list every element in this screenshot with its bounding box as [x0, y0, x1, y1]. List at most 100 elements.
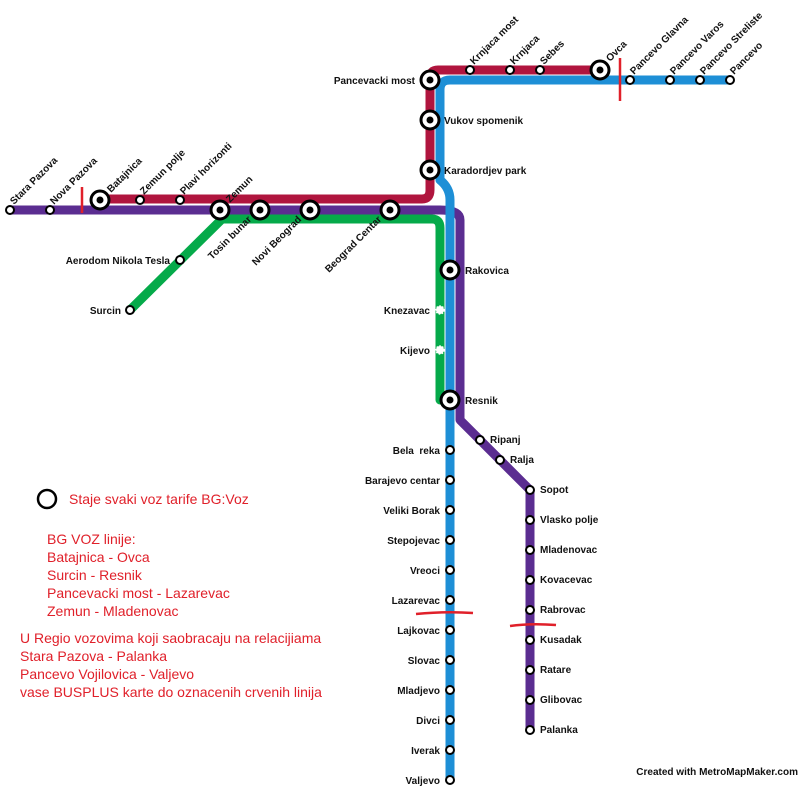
- station-marker-mladenovac: [525, 545, 535, 555]
- station-marker-ratare: [525, 665, 535, 675]
- label-kusadak: Kusadak: [540, 635, 582, 646]
- label-bela-reka: Bela reka: [393, 446, 441, 457]
- station-marker-krnjaca: [505, 65, 515, 75]
- label-kijevo: Kijevo: [400, 346, 430, 357]
- station-marker-kovacevac: [525, 575, 535, 585]
- label-vlasko-polje: Vlasko polje: [540, 515, 599, 526]
- station-marker-nova-pazova: [45, 205, 55, 215]
- station-marker-veliki-borak: [445, 505, 455, 515]
- label-barajevo-centar: Barajevo centar: [365, 476, 440, 487]
- station-marker-divci: [445, 715, 455, 725]
- credit-text: Created with MetroMapMaker.com: [636, 767, 798, 778]
- station-marker-pancevo-streliste: [695, 75, 705, 85]
- label-ripanj: Ripanj: [490, 435, 521, 446]
- station-marker-slovac: [445, 655, 455, 665]
- label-surcin: Surcin: [90, 306, 121, 317]
- label-mladenovac: Mladenovac: [540, 545, 598, 556]
- station-marker-vreoci: [445, 565, 455, 575]
- label-ralja: Ralja: [510, 455, 534, 466]
- station-marker-kusadak: [525, 635, 535, 645]
- label-sebes: Sebes: [538, 38, 567, 67]
- green-line: [125, 214, 455, 405]
- station-marker-valjevo: [445, 775, 455, 785]
- label-kovacevac: Kovacevac: [540, 575, 593, 586]
- legend-interchange-symbol: [36, 488, 58, 510]
- legend-regio-note-3: Pancevo Vojilovica - Valjevo: [20, 666, 194, 682]
- station-marker-stepojevac: [445, 535, 455, 545]
- label-krnjaca: Krnjaca: [508, 33, 542, 67]
- station-marker-plavi-horizonti: [175, 195, 185, 205]
- label-palanka: Palanka: [540, 725, 578, 736]
- station-marker-sopot: [525, 485, 535, 495]
- label-vukov-spomenik: Vukov spomenik: [444, 116, 524, 127]
- station-marker-glibovac: [525, 695, 535, 705]
- label-glibovac: Glibovac: [540, 695, 583, 706]
- legend-line-2: Surcin - Resnik: [47, 567, 143, 583]
- label-veliki-borak: Veliki Borak: [383, 506, 440, 517]
- label-pancevacki-most: Pancevacki most: [334, 76, 416, 87]
- label-slovac: Slovac: [408, 656, 441, 667]
- station-marker-aerodrom: [175, 255, 185, 265]
- station-marker-pancevacki-most: [419, 69, 441, 91]
- station-marker-sebes: [535, 65, 545, 75]
- station-marker-vukov-spomenik: [419, 109, 441, 131]
- legend-line-1: Batajnica - Ovca: [47, 549, 150, 565]
- regular-stations: [5, 65, 735, 785]
- station-marker-batajnica: [89, 189, 111, 211]
- label-rakovica: Rakovica: [465, 266, 509, 277]
- label-valjevo: Valjevo: [406, 776, 440, 787]
- zone-marker-rabrovac: [509, 622, 557, 628]
- station-marker-ripanj: [475, 435, 485, 445]
- station-marker-zemun: [209, 199, 231, 221]
- station-marker-lajkovac: [445, 625, 455, 635]
- label-karadjordjev-park: Karadordjev park: [444, 166, 527, 177]
- station-marker-barajevo-centar: [445, 475, 455, 485]
- legend-regio-note-4: vase BUSPLUS karte do oznacenih crvenih …: [20, 684, 322, 700]
- label-stepojevac: Stepojevac: [387, 536, 440, 547]
- label-rabrovac: Rabrovac: [540, 605, 586, 616]
- station-marker-pancevo-glavna: [625, 75, 635, 85]
- station-marker-karadjordjev-park: [419, 159, 441, 181]
- purple-line: [5, 205, 535, 735]
- red-line: [95, 65, 605, 204]
- label-vreoci: Vreoci: [410, 566, 440, 577]
- station-marker-kijevo: [435, 345, 445, 355]
- station-marker-palanka: [525, 725, 535, 735]
- station-marker-knezevac: [435, 305, 445, 315]
- station-marker-novi-beograd: [299, 199, 321, 221]
- station-marker-ralja: [495, 455, 505, 465]
- label-ovca: Ovca: [604, 39, 629, 64]
- label-iverak: Iverak: [411, 746, 440, 757]
- station-marker-mladjevo: [445, 685, 455, 695]
- legend-line-4: Zemun - Mladenovac: [47, 603, 179, 619]
- station-marker-tosin-bunar: [249, 199, 271, 221]
- station-marker-pancevo-varos: [665, 75, 675, 85]
- station-marker-surcin: [125, 305, 135, 315]
- zone-marker-lazarevac: [415, 610, 474, 616]
- station-marker-vlasko-polje: [525, 515, 535, 525]
- station-marker-rabrovac: [525, 605, 535, 615]
- label-resnik: Resnik: [465, 396, 498, 407]
- station-marker-beograd-centar: [379, 199, 401, 221]
- label-plavi-horizonti: Plavi horizonti: [178, 141, 234, 197]
- label-divci: Divci: [416, 716, 440, 727]
- legend-line-3: Pancevacki most - Lazarevac: [47, 585, 230, 601]
- legend: Staje svaki voz tarife BG:Voz BG VOZ lin…: [20, 488, 322, 700]
- label-lazarevac: Lazarevac: [392, 596, 441, 607]
- label-knezevac: Knezavac: [384, 306, 431, 317]
- label-ratare: Ratare: [540, 665, 572, 676]
- station-marker-rakovica: [439, 259, 461, 281]
- station-marker-resnik: [439, 389, 461, 411]
- station-marker-krnjaca-most: [465, 65, 475, 75]
- label-lajkovac: Lajkovac: [397, 626, 440, 637]
- label-aerodrom: Aerodom Nikola Tesla: [66, 256, 171, 267]
- station-marker-lazarevac: [445, 595, 455, 605]
- station-marker-zemun-polje: [135, 195, 145, 205]
- label-sopot: Sopot: [540, 485, 569, 496]
- blue-line: [435, 75, 735, 785]
- legend-lines-title: BG VOZ linije:: [47, 531, 136, 547]
- station-marker-stara-pazova: [5, 205, 15, 215]
- label-mladjevo: Mladjevo: [397, 686, 440, 697]
